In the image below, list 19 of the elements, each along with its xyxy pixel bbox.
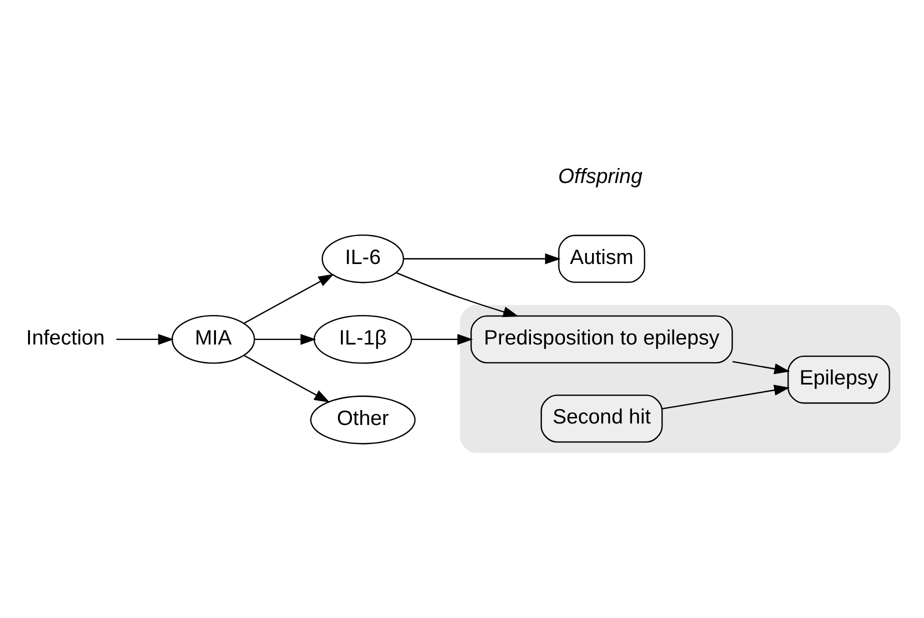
node-text: Infection	[26, 326, 104, 349]
node-box: Second hit	[540, 394, 662, 442]
node-box: Predisposition to epilepsy	[470, 314, 732, 363]
arrow	[243, 273, 334, 324]
arrow	[243, 354, 330, 402]
node-ellipse: Other	[310, 395, 416, 444]
arrow	[403, 252, 560, 264]
arrow	[732, 360, 790, 374]
node-ellipse: IL-1β	[313, 314, 412, 364]
arrow	[254, 333, 316, 344]
arrow	[395, 272, 518, 317]
node-ellipse: IL-6	[321, 234, 404, 283]
node-ellipse: MIA	[171, 314, 255, 364]
node-box: Autism	[558, 234, 645, 282]
arrow	[116, 333, 174, 344]
arrow	[411, 333, 472, 344]
label: Offspring	[558, 164, 642, 188]
node-box: Epilepsy	[786, 355, 890, 404]
arrow	[662, 384, 790, 409]
